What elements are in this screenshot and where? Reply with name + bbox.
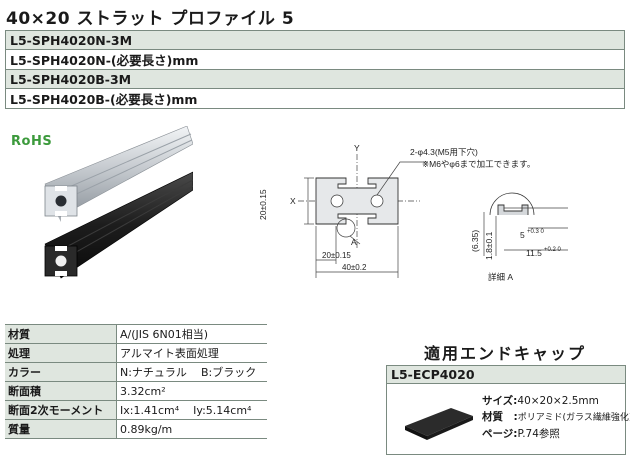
spec-value: アルマイト表面処理	[120, 347, 219, 360]
dim-half-width: 20±0.15	[322, 251, 351, 260]
spec-key: カラー	[5, 362, 117, 382]
part-code-row: L5-SPH4020B-(必要長さ)mm	[5, 88, 625, 109]
endcap-panel: L5-ECP4020 サイズ:40×20×2.5mm 材質 :ポリアミド(ガラス…	[386, 365, 630, 455]
axis-x-label: X	[290, 196, 296, 206]
cross-section-drawing: 2-φ4.3(M5用下穴) ※M6やφ6まで加工できます。 X Y 20±0.1…	[258, 143, 568, 282]
endcap-specs: サイズ:40×20×2.5mm 材質 :ポリアミド(ガラス繊維強化) ページ:P…	[482, 393, 630, 442]
spec-row: 処理アルマイト表面処理	[5, 343, 267, 363]
page-title: 40×20 ストラット プロファイル 5	[6, 9, 295, 29]
dim-5-tolerance: +0.3 0	[527, 229, 545, 235]
detail-ref: A	[351, 237, 357, 247]
endcap-material-label: 材質 :	[482, 411, 518, 423]
rohs-badge: RoHS	[11, 134, 53, 149]
part-code-table: L5-SPH4020N-3M L5-SPH4020N-(必要長さ)mm L5-S…	[5, 30, 625, 109]
part-code-row: L5-SPH4020N-(必要長さ)mm	[5, 49, 625, 70]
part-code: L5-SPH4020B-3M	[5, 69, 625, 89]
profile-end-black	[44, 245, 78, 277]
endcap-page-label: ページ:	[482, 428, 518, 440]
spec-key: 質量	[5, 419, 117, 439]
profile-end-natural	[44, 185, 78, 217]
dim-115-tolerance: +0.2 0	[544, 247, 562, 253]
dim-width: 40±0.2	[342, 263, 367, 272]
part-code: L5-SPH4020N-(必要長さ)mm	[5, 49, 625, 70]
spec-key: 断面2次モーメント	[5, 400, 117, 420]
endcap-page-value: P.74参照	[517, 428, 560, 440]
endcap-code: L5-ECP4020	[387, 366, 625, 384]
endcap-size-label: サイズ:	[482, 395, 518, 407]
spec-value: A/(JIS 6N01相当)	[120, 328, 209, 341]
endcap-title: 適用エンドキャップ	[386, 340, 624, 364]
dim-18: 1.8±0.1	[484, 231, 494, 260]
part-code: L5-SPH4020N-3M	[5, 30, 625, 50]
dim-height: 20±0.15	[258, 189, 268, 220]
hole-note: 2-φ4.3(M5用下穴)	[410, 147, 478, 157]
endcap-image	[405, 408, 473, 440]
part-code: L5-SPH4020B-(必要長さ)mm	[5, 88, 625, 109]
spec-value: B:ブラック	[200, 366, 257, 379]
axis-y-label: Y	[354, 143, 360, 153]
endcap-size-value: 40×20×2.5mm	[517, 395, 599, 407]
spec-key: 材質	[5, 324, 117, 344]
spec-value: 3.32cm²	[120, 384, 166, 398]
spec-value: N:ナチュラル	[120, 366, 187, 379]
part-code-row: L5-SPH4020N-3M	[5, 30, 625, 50]
spec-key: 処理	[5, 343, 117, 363]
dim-5: 5	[520, 230, 525, 240]
part-code-row: L5-SPH4020B-3M	[5, 69, 625, 89]
spec-key: 断面積	[5, 381, 117, 401]
hole-note-remark: ※M6やφ6まで加工できます。	[422, 159, 535, 169]
spec-value: Ix:1.41cm⁴	[120, 403, 180, 417]
product-photo	[7, 126, 193, 294]
dim-115: 11.5	[526, 248, 542, 258]
detail-label: 詳細 A	[488, 272, 513, 282]
endcap-material-value: ポリアミド(ガラス繊維強化)	[517, 413, 630, 423]
spec-value: 0.89kg/m	[120, 422, 173, 436]
dim-635: (6.35)	[470, 230, 480, 252]
spec-value: Iy:5.14cm⁴	[193, 403, 252, 417]
